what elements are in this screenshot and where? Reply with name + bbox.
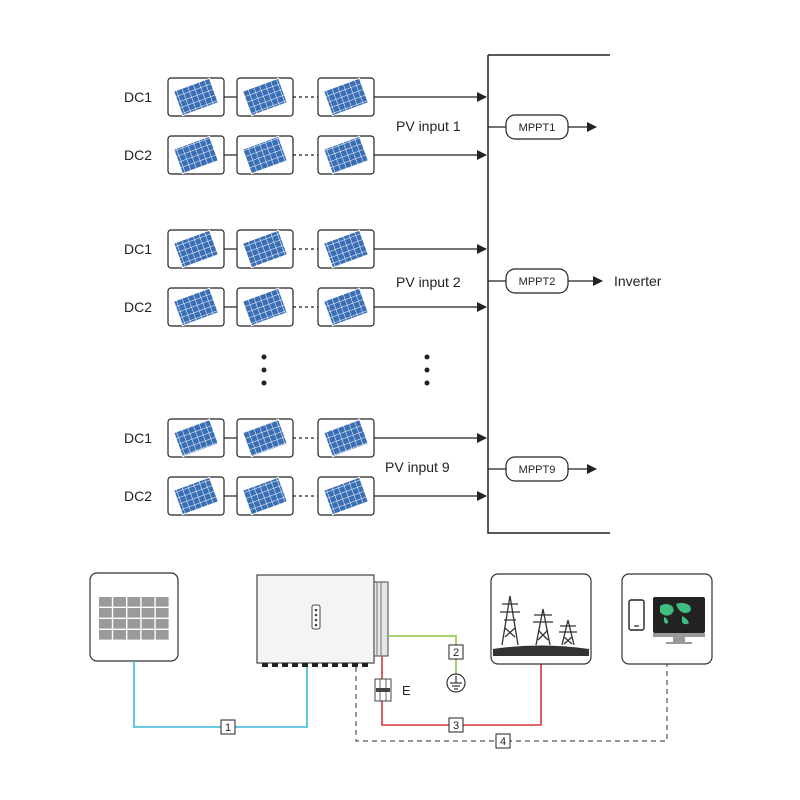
monitor-icon (621, 573, 713, 665)
solar-panel-icon (167, 77, 225, 117)
solar-panel-icon (236, 135, 294, 175)
solar-panel-icon (167, 418, 225, 458)
string-diagram: DC1 DC2 DC1 DC2 DC1 DC2 PV input 1 PV in… (124, 54, 662, 534)
row-label: DC1 (124, 241, 152, 257)
solar-panel-icon (317, 418, 375, 458)
pv-input-label: PV input 9 (385, 459, 450, 475)
panel-strings (167, 77, 375, 516)
power-grid-icon (490, 573, 592, 665)
cable-label-box (495, 733, 511, 749)
cable-label: 1 (225, 722, 231, 734)
cable-label-box (448, 644, 464, 660)
mppt-1: MPPT1 (488, 114, 597, 140)
cable-label-box (448, 717, 464, 733)
cable-label: 4 (500, 736, 506, 748)
cable-4 (355, 664, 668, 742)
solar-panel-icon (89, 572, 179, 662)
pv-input-label: PV input 1 (396, 118, 461, 134)
row-label: DC1 (124, 89, 152, 105)
solar-panel-icon (236, 287, 294, 327)
solar-panel-icon (236, 229, 294, 269)
solar-panel-icon (317, 287, 375, 327)
phone-icon (628, 599, 645, 631)
ground-icon (446, 673, 466, 693)
cable-2 (388, 635, 457, 674)
cable-1 (133, 661, 308, 728)
ac-breaker-icon (374, 678, 392, 702)
cable-label: 2 (453, 647, 459, 659)
solar-panel-icon (236, 476, 294, 516)
string-arrows (374, 92, 487, 501)
inverter-frame (487, 54, 610, 534)
solar-panel-icon (317, 135, 375, 175)
inverter-icon (256, 574, 389, 667)
solar-panel-icon (236, 77, 294, 117)
mppt-label: MPPT9 (519, 464, 556, 476)
row-label: DC2 (124, 488, 152, 504)
wiring-diagram: 1 2 3 E 4 (89, 572, 713, 749)
cable-label-box (220, 719, 236, 735)
mppt-label: MPPT1 (519, 122, 556, 134)
solar-panel-icon (167, 135, 225, 175)
row-label: DC2 (124, 299, 152, 315)
mppt-2: MPPT2 Inverter (488, 268, 662, 294)
mppt-9: MPPT9 (488, 456, 597, 482)
ellipsis-dots (261, 354, 430, 386)
pv-input-label: PV input 2 (396, 274, 461, 290)
solar-panel-icon (317, 476, 375, 516)
solar-panel-icon (167, 229, 225, 269)
row-label: DC1 (124, 430, 152, 446)
breaker-label: E (402, 683, 411, 698)
solar-panel-icon (236, 418, 294, 458)
solar-panel-icon (317, 229, 375, 269)
solar-panel-icon (167, 476, 225, 516)
solar-panel-icon (167, 287, 225, 327)
mppt-label: MPPT2 (519, 276, 556, 288)
inverter-label: Inverter (614, 273, 662, 289)
row-label: DC2 (124, 147, 152, 163)
cable-label: 3 (453, 720, 459, 732)
solar-panel-icon (317, 77, 375, 117)
